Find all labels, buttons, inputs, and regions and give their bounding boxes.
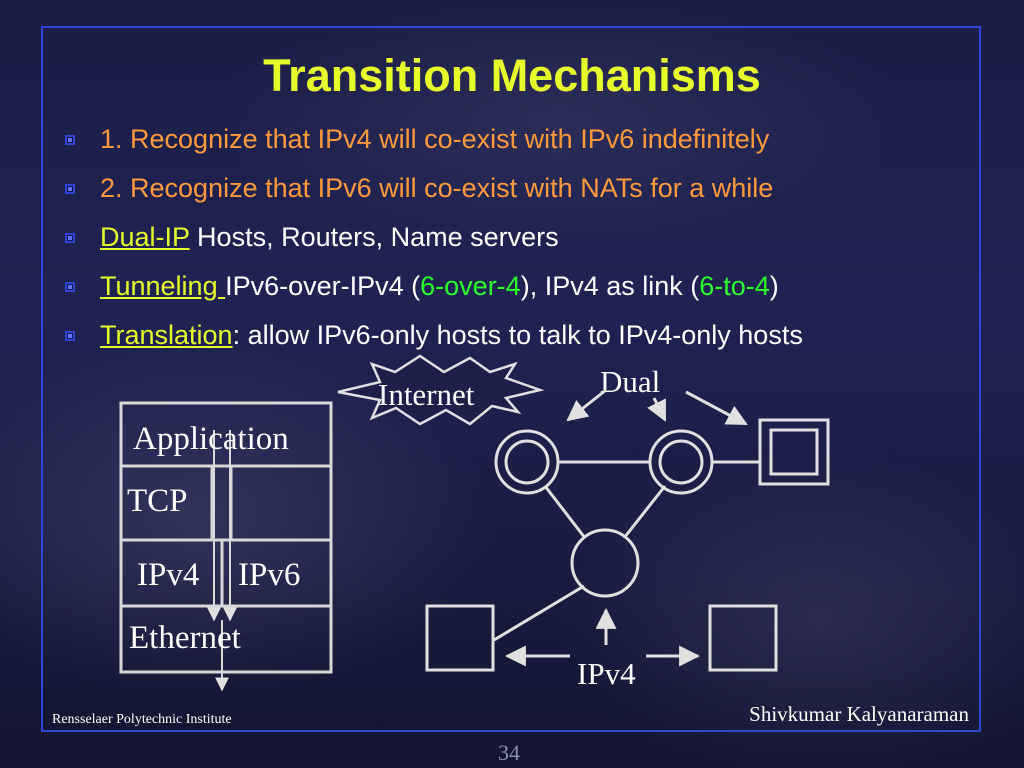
protocol-stack (119, 401, 333, 674)
link-dual-router-right-to-v4-router (622, 485, 667, 539)
bullet-text: 2. Recognize that IPv6 will co-exist wit… (100, 167, 773, 209)
bullet-square-icon (65, 282, 75, 292)
bullet-text: Dual-IP Hosts, Routers, Name servers (100, 216, 559, 258)
link-dual-router-left-to-v4-router (543, 485, 587, 539)
bullet-square-icon (65, 135, 75, 145)
bullet-text-segment: : allow IPv6-only hosts to talk to IPv4-… (232, 320, 803, 350)
link-v4-router-to-host (493, 584, 585, 642)
bullet-text-segment: IPv6-over-IPv4 ( (225, 271, 421, 301)
page-number: 34 (498, 740, 520, 765)
bullet-text: Tunneling IPv6-over-IPv4 (6-over-4), IPv… (100, 265, 779, 307)
slide-title: Transition Mechanisms (263, 50, 761, 101)
dual-arrow-middle (647, 397, 667, 422)
dual-router-left-icon (494, 429, 560, 495)
bullet-text-segment: 6-over-4 (420, 271, 521, 301)
dual-arrow-left (566, 388, 607, 422)
stack-flow-arrows (207, 430, 237, 692)
ipv4-host-right-icon (708, 604, 778, 672)
dual-host-icon (758, 418, 830, 486)
stack-ipv4-label: IPv4 (137, 557, 199, 593)
bullet-text-segment: 6-to-4 (699, 271, 770, 301)
ipv4-router-icon (570, 528, 640, 598)
dual-label: Dual (600, 364, 660, 399)
ipv4-network-label: IPv4 (577, 656, 636, 691)
bullet-item: 2. Recognize that IPv6 will co-exist wit… (60, 167, 1000, 216)
bullet-text-segment: ) (769, 271, 779, 301)
stack-tcp-label: TCP (127, 483, 188, 519)
bullet-text-segment: Dual-IP (100, 222, 190, 252)
network-links (493, 460, 760, 642)
bullet-text: Translation: allow IPv6-only hosts to ta… (100, 314, 803, 356)
ipv4-host-left-icon (425, 604, 495, 672)
bullet-item: 1. Recognize that IPv4 will co-exist wit… (60, 118, 1000, 167)
bullet-text-segment: ), IPv4 as link ( (520, 271, 700, 301)
stack-application-label: Application (133, 421, 289, 457)
stack-ipv6-label: IPv6 (238, 557, 300, 593)
bullet-text: 1. Recognize that IPv4 will co-exist wit… (100, 118, 769, 160)
internet-cloud-icon (337, 354, 545, 426)
dual-arrow-right (685, 390, 748, 426)
footer-institute: Rensselaer Polytechnic Institute (52, 712, 232, 727)
bullet-list: 1. Recognize that IPv4 will co-exist wit… (60, 118, 1000, 363)
bullet-text-segment: 2. Recognize that IPv6 will co-exist wit… (100, 173, 774, 203)
bullet-item: Tunneling IPv6-over-IPv4 (6-over-4), IPv… (60, 265, 1000, 314)
footer-author: Shivkumar Kalyanaraman (749, 702, 969, 726)
dual-router-right-icon (648, 429, 714, 495)
internet-label: Internet (378, 377, 475, 412)
slide-frame (41, 26, 981, 732)
bullet-text-segment: 1. Recognize that IPv4 will co-exist wit… (100, 124, 770, 154)
bullet-item: Translation: allow IPv6-only hosts to ta… (60, 314, 1000, 363)
bullet-square-icon (65, 233, 75, 243)
bullet-item: Dual-IP Hosts, Routers, Name servers (60, 216, 1000, 265)
bullet-text-segment: Translation (100, 320, 233, 350)
bullet-text-segment: Tunneling (100, 271, 226, 301)
bullet-square-icon (65, 331, 75, 341)
bullet-text-segment: Hosts, Routers, Name servers (189, 222, 559, 252)
stack-ethernet-box (119, 604, 333, 674)
stack-ethernet-label: Ethernet (129, 620, 241, 656)
bullet-square-icon (65, 184, 75, 194)
